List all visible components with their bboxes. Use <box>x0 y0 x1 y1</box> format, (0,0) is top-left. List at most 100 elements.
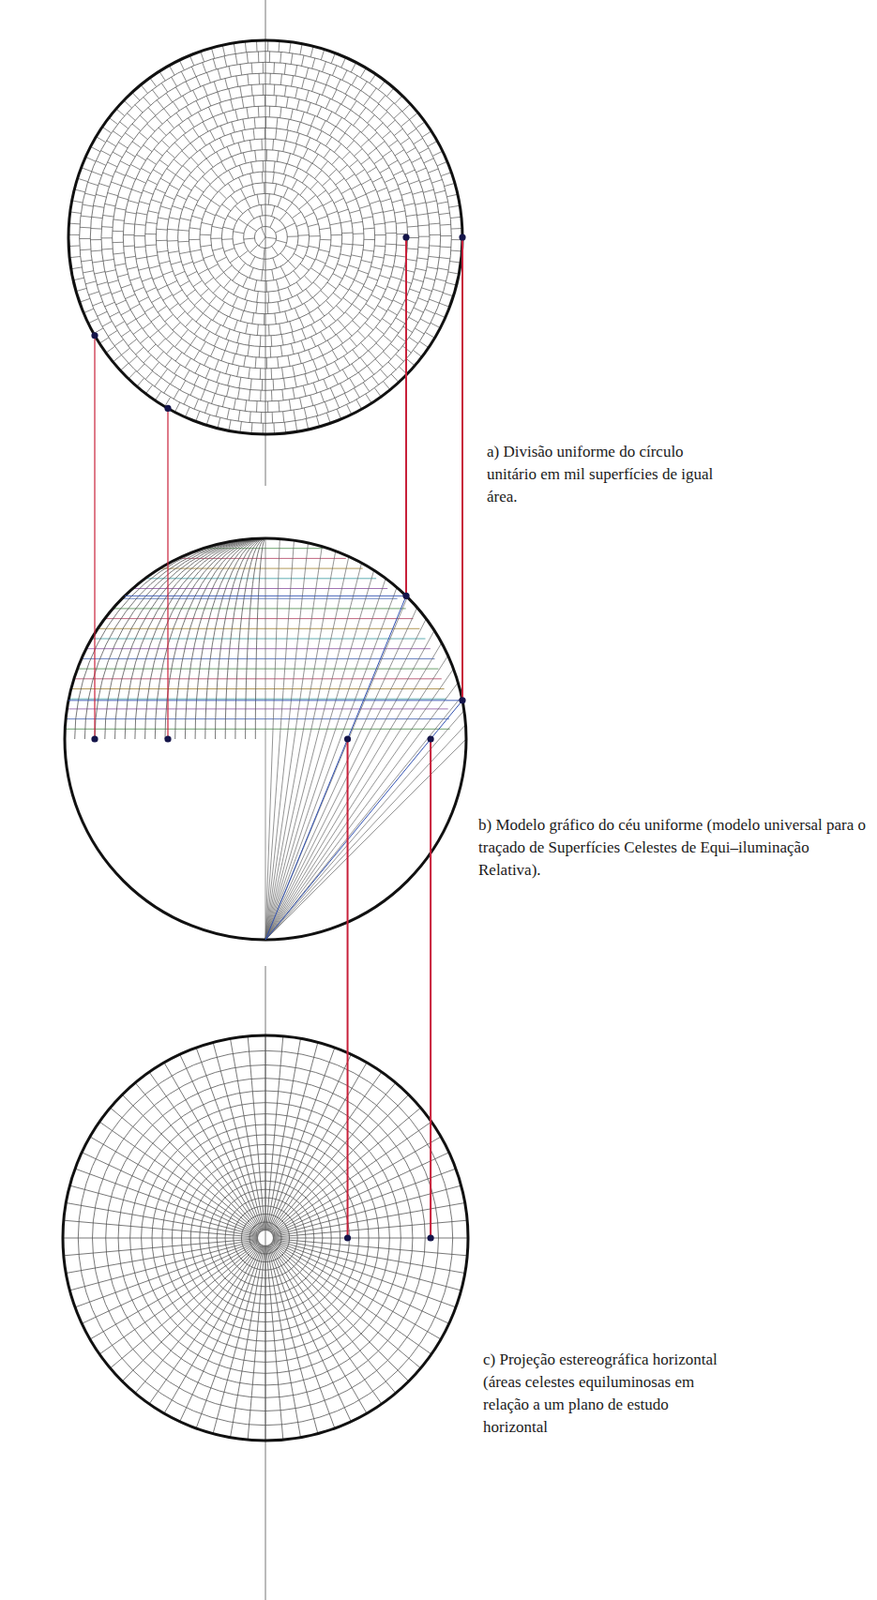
cell-divider <box>181 329 188 338</box>
cell-divider <box>91 171 103 176</box>
cell-divider <box>391 276 402 280</box>
cell-divider <box>123 245 136 248</box>
cell-divider <box>339 165 348 173</box>
cell-divider <box>309 313 316 323</box>
cell-divider <box>228 420 231 431</box>
cell-divider <box>206 414 210 425</box>
cell-divider <box>317 215 328 220</box>
cell-divider <box>184 318 193 328</box>
cell-divider <box>138 201 150 205</box>
cell-divider <box>185 81 191 91</box>
cell-divider <box>365 303 376 310</box>
cell-divider <box>432 288 443 292</box>
cell-divider <box>370 266 381 270</box>
cell-divider <box>197 269 208 275</box>
cell-divider <box>342 151 350 160</box>
cell-divider <box>228 65 231 76</box>
cell-divider <box>151 297 161 303</box>
cell-divider <box>246 52 248 64</box>
cell-divider <box>388 160 398 167</box>
cell-divider <box>312 58 316 69</box>
cell-divider <box>245 322 248 333</box>
cell-divider <box>305 137 311 149</box>
cell-divider <box>143 355 152 363</box>
cell-divider <box>227 375 231 386</box>
projection-ray <box>265 710 465 940</box>
cell-divider <box>82 204 93 207</box>
cell-divider <box>112 230 124 232</box>
cell-divider <box>158 127 167 136</box>
azimuth-line <box>63 1220 258 1238</box>
cell-divider <box>341 344 348 354</box>
cell-divider <box>310 394 314 406</box>
cell-divider <box>428 256 440 258</box>
cell-divider <box>216 151 223 162</box>
azimuth-line <box>149 1244 261 1405</box>
meridian-arc <box>75 538 266 740</box>
cell-divider <box>120 284 132 288</box>
cell-divider <box>116 108 125 117</box>
cell-divider <box>315 370 319 381</box>
cell-divider <box>430 322 440 328</box>
cell-divider <box>353 117 361 126</box>
cell-divider <box>203 331 210 341</box>
cell-divider <box>262 423 264 435</box>
cell-divider <box>428 223 440 226</box>
cell-divider <box>237 388 240 399</box>
cell-divider <box>302 385 306 396</box>
cell-divider <box>308 245 319 248</box>
cell-divider <box>379 111 388 120</box>
cell-divider <box>161 139 170 148</box>
cell-divider <box>337 319 346 329</box>
cell-divider <box>81 167 92 172</box>
cell-divider <box>411 157 422 163</box>
cell-divider <box>330 388 335 399</box>
cell-divider <box>376 141 385 149</box>
cell-divider <box>199 136 206 146</box>
cell-divider <box>374 388 381 397</box>
cell-divider <box>393 110 403 119</box>
cell-divider <box>68 244 80 247</box>
cell-divider <box>383 334 393 342</box>
azimuth-line <box>247 1036 265 1231</box>
altitude-line <box>68 698 447 700</box>
cell-divider <box>190 157 198 167</box>
cell-divider <box>326 111 332 121</box>
cell-divider <box>312 80 317 91</box>
cell-divider <box>378 80 385 90</box>
cell-divider <box>259 368 261 380</box>
cell-divider <box>374 244 386 247</box>
cell-divider <box>238 218 248 226</box>
construction-dot <box>458 696 466 704</box>
azimuth-line <box>149 1072 261 1232</box>
cell-divider <box>303 408 307 419</box>
cell-divider <box>145 371 153 380</box>
cell-divider <box>317 106 322 118</box>
cell-divider <box>146 287 157 293</box>
cell-divider <box>228 169 235 180</box>
cell-divider <box>344 109 350 120</box>
cell-divider <box>285 311 288 322</box>
cell-divider <box>272 257 277 269</box>
cell-divider <box>318 249 330 253</box>
cell-divider <box>262 258 265 271</box>
cell-divider <box>374 157 384 165</box>
azimuth-line <box>135 1244 260 1394</box>
cell-divider <box>96 311 107 317</box>
cell-divider <box>91 260 104 263</box>
cell-divider <box>74 189 85 193</box>
cell-divider <box>274 95 277 107</box>
cell-divider <box>233 231 244 234</box>
cell-divider <box>291 332 295 343</box>
cell-divider <box>220 125 225 137</box>
cell-divider <box>335 78 341 90</box>
cell-divider <box>151 90 159 99</box>
cell-divider <box>136 313 146 319</box>
cell-divider <box>196 76 201 88</box>
cell-divider <box>385 243 397 246</box>
cell-divider <box>211 226 223 228</box>
meridian-arc <box>235 538 266 740</box>
cell-divider <box>305 90 309 101</box>
azimuth-line <box>121 1243 260 1382</box>
construction-line <box>93 335 95 740</box>
